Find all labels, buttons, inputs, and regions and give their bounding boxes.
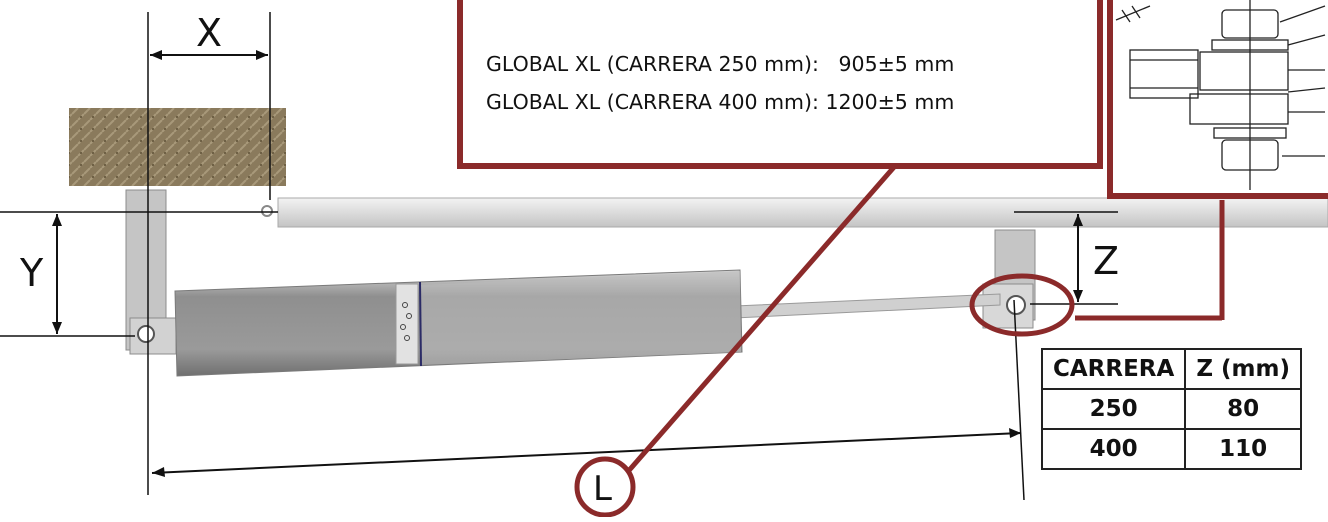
callout-leader [623,164,897,477]
l-label: L [593,469,612,509]
table-row: 250 80 [1040,388,1302,430]
table-cell: 110 [1184,428,1302,470]
callout-box [457,0,1103,169]
z-values-table: CARRERA Z (mm) 250 80 400 110 [1040,348,1302,470]
table-row: 400 110 [1040,428,1302,470]
bolt-detail-drawing [1115,0,1326,190]
table-cell: 400 [1040,428,1187,470]
wall-block [69,108,286,186]
x-label: X [196,11,222,55]
actuator-control-panel [395,283,419,365]
header-z: Z (mm) [1184,348,1302,390]
front-pivot [1006,295,1026,315]
l-callout-circle [574,456,636,518]
table-header-row: CARRERA Z (mm) [1040,348,1302,390]
table-cell: 80 [1184,388,1302,430]
callout-line-2: GLOBAL XL (CARRERA 400 mm): 1200±5 mm [486,90,955,114]
callout-line-1: GLOBAL XL (CARRERA 250 mm): 905±5 mm [486,52,955,76]
pivot-highlight-ellipse [969,273,1075,337]
rear-pivot [137,325,155,343]
table-cell: 250 [1040,388,1187,430]
z-label: Z [1093,239,1119,283]
header-carrera: CARRERA [1040,348,1187,390]
gate-leaf [277,197,1328,228]
y-label: Y [19,251,44,295]
l-dimension-line [151,432,1022,474]
gate-hinge [261,205,273,217]
